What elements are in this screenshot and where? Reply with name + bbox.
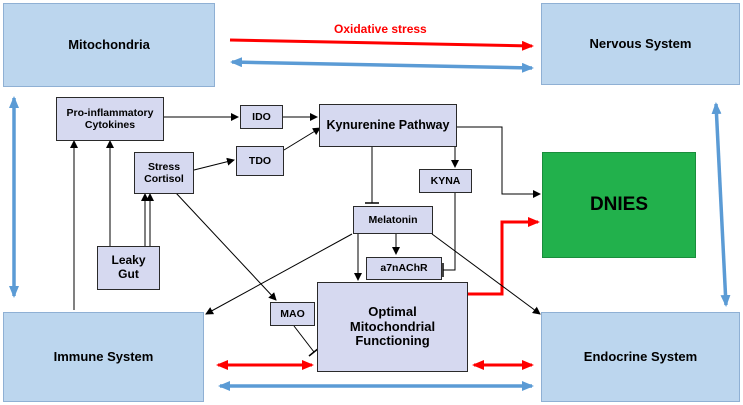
pro-inflammatory-box: Pro-inflammatory Cytokines: [56, 97, 164, 141]
stress-cortisol-box: Stress Cortisol: [134, 152, 194, 194]
cortisol-tdo-arrow: [193, 157, 235, 171]
leaky-gut-label: Leaky Gut: [111, 253, 146, 281]
endocrine-system-label: Endocrine System: [583, 348, 698, 364]
immune-system-label: Immune System: [53, 348, 154, 364]
melatonin-box: Melatonin: [353, 206, 433, 234]
nervous-endocrine-blue-arrow: [711, 102, 731, 307]
mao-label: MAO: [280, 307, 305, 320]
tdo-box: TDO: [236, 146, 284, 176]
mao-box: MAO: [270, 302, 315, 326]
kynurenine-box: Kynurenine Pathway: [319, 104, 457, 147]
nervous-system-label: Nervous System: [589, 35, 692, 51]
ido-box: IDO: [240, 105, 283, 129]
oxidative-stress-arrow: [229, 38, 534, 51]
a7nachr-label: a7nAChR: [380, 262, 428, 275]
tdo-kynurenine-arrow: [283, 127, 321, 151]
kynurenine-dnies-arrow: [457, 126, 541, 198]
cortisol-mao-arrow: [175, 192, 277, 301]
ido-label: IDO: [252, 110, 271, 123]
optimal-dnies-red-arrow: [468, 217, 540, 296]
kyna-a7nachr-inhibit: [443, 193, 456, 271]
nervous-system-box: Nervous System: [541, 3, 740, 85]
mitochondria-label: Mitochondria: [68, 36, 150, 52]
immune-system-box: Immune System: [3, 312, 204, 402]
dnies-label: DNIES: [589, 194, 649, 216]
stress-cortisol-label: Stress Cortisol: [144, 160, 184, 185]
a7nachr-box: a7nAChR: [366, 257, 442, 280]
mitochondria-box: Mitochondria: [3, 3, 215, 87]
kyna-box: KYNA: [419, 169, 472, 193]
tdo-label: TDO: [248, 154, 272, 167]
mao-optimal-inhibit: [293, 325, 315, 353]
optimal-functioning-box: Optimal Mitochondrial Functioning: [317, 282, 468, 372]
endocrine-system-box: Endocrine System: [541, 312, 740, 402]
kynurenine-label: Kynurenine Pathway: [326, 118, 450, 133]
mito-nervous-blue-arrow: [230, 57, 534, 73]
dnies-box: DNIES: [542, 152, 696, 258]
melatonin-label: Melatonin: [368, 213, 418, 226]
kyna-label: KYNA: [430, 174, 461, 187]
leaky-gut-box: Leaky Gut: [97, 246, 160, 290]
optimal-functioning-label: Optimal Mitochondrial Functioning: [349, 303, 436, 349]
oxidative-stress-label: Oxidative stress: [334, 22, 427, 36]
melatonin-endocrine-arrow: [431, 233, 541, 315]
pro-inflammatory-label: Pro-inflammatory Cytokines: [66, 106, 154, 131]
melatonin-immune-arrow: [205, 233, 353, 315]
